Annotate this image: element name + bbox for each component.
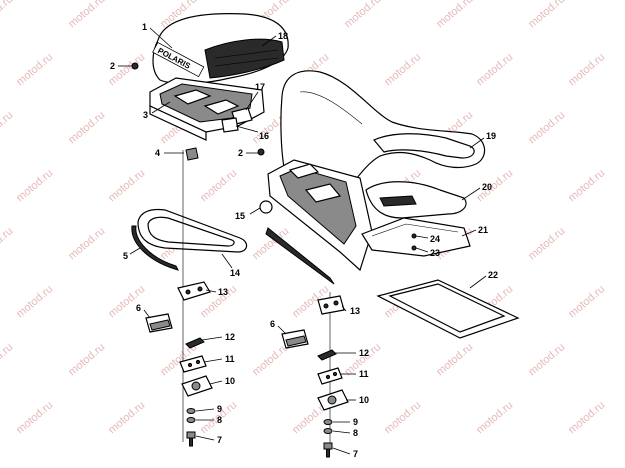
callout-10a: 10 bbox=[225, 376, 235, 386]
side-panel-20 bbox=[365, 181, 467, 219]
callout-5: 5 bbox=[123, 251, 128, 261]
screw-2b bbox=[257, 148, 265, 156]
watermark-text: motod.ru bbox=[0, 225, 15, 262]
callout-2b: 2 bbox=[238, 148, 243, 158]
watermark-text: motod.ru bbox=[66, 341, 107, 378]
washer-9b bbox=[323, 419, 333, 425]
bolt-7a bbox=[186, 431, 196, 447]
watermark-text: motod.ru bbox=[526, 0, 567, 30]
watermark-text: motod.ru bbox=[14, 399, 55, 436]
callout-22: 22 bbox=[488, 270, 498, 280]
callout-21: 21 bbox=[478, 225, 488, 235]
screw-2a bbox=[131, 62, 139, 70]
hinge-6b bbox=[281, 329, 309, 349]
hinge-6a bbox=[145, 313, 173, 333]
watermark-text: motod.ru bbox=[526, 225, 567, 262]
watermark-text: motod.ru bbox=[0, 341, 15, 378]
watermark-text: motod.ru bbox=[566, 51, 607, 88]
callout-7a: 7 bbox=[217, 435, 222, 445]
callout-2a: 2 bbox=[110, 61, 115, 71]
callout-1: 1 bbox=[142, 22, 147, 32]
callout-8a: 8 bbox=[217, 415, 222, 425]
callout-24: 24 bbox=[430, 234, 440, 244]
callout-6b: 6 bbox=[270, 319, 275, 329]
callout-17: 17 bbox=[255, 82, 265, 92]
fastener-23 bbox=[411, 245, 417, 251]
latch-13a bbox=[177, 281, 211, 301]
callout-9b: 9 bbox=[353, 417, 358, 427]
watermark-text: motod.ru bbox=[526, 341, 567, 378]
callout-11b: 11 bbox=[359, 369, 369, 379]
callout-15: 15 bbox=[235, 211, 245, 221]
watermark-text: motod.ru bbox=[66, 0, 107, 30]
callout-11a: 11 bbox=[225, 354, 235, 364]
watermark-text: motod.ru bbox=[566, 283, 607, 320]
callout-6a: 6 bbox=[136, 303, 141, 313]
watermark-text: motod.ru bbox=[474, 167, 515, 204]
plate-11b bbox=[317, 367, 343, 385]
gasket-frame-22 bbox=[376, 279, 520, 339]
callout-12b: 12 bbox=[359, 348, 369, 358]
strap-right bbox=[265, 227, 335, 285]
watermark-text: motod.ru bbox=[106, 167, 147, 204]
callout-7b: 7 bbox=[353, 449, 358, 459]
callout-18: 18 bbox=[278, 31, 288, 41]
callout-8b: 8 bbox=[353, 428, 358, 438]
latch-plate-10a bbox=[181, 375, 213, 397]
bolt-7b bbox=[323, 442, 333, 458]
washer-9a bbox=[186, 408, 196, 414]
fastener-24 bbox=[411, 233, 417, 239]
callout-13a: 13 bbox=[218, 287, 228, 297]
watermark-text: motod.ru bbox=[66, 225, 107, 262]
watermark-text: motod.ru bbox=[566, 399, 607, 436]
watermark-text: motod.ru bbox=[0, 109, 15, 146]
callout-20: 20 bbox=[482, 182, 492, 192]
spring-12a bbox=[185, 337, 205, 349]
latch-13b bbox=[317, 295, 345, 315]
clip-4 bbox=[185, 147, 199, 161]
watermark-text: motod.ru bbox=[382, 399, 423, 436]
watermark-text: motod.ru bbox=[474, 51, 515, 88]
washer-8b bbox=[323, 428, 333, 434]
watermark-text: motod.ru bbox=[342, 0, 383, 30]
callout-10b: 10 bbox=[359, 395, 369, 405]
watermark-text: motod.ru bbox=[106, 399, 147, 436]
callout-13b: 13 bbox=[350, 306, 360, 316]
watermark-text: motod.ru bbox=[14, 283, 55, 320]
plate-11a bbox=[179, 355, 207, 373]
callout-14: 14 bbox=[230, 268, 240, 278]
callout-23: 23 bbox=[430, 248, 440, 258]
latch-plate-10b bbox=[317, 389, 349, 411]
watermark-text: motod.ru bbox=[14, 167, 55, 204]
callout-4: 4 bbox=[155, 148, 160, 158]
callout-3: 3 bbox=[143, 110, 148, 120]
strap-5 bbox=[131, 225, 179, 271]
watermark-text: motod.ru bbox=[66, 109, 107, 146]
washer-8a bbox=[186, 417, 196, 423]
seat-cushion-small: POLARIS bbox=[152, 13, 289, 85]
grommet-15 bbox=[259, 200, 273, 214]
bracket-16 bbox=[221, 117, 239, 133]
spring-12b bbox=[317, 349, 337, 361]
watermark-text: motod.ru bbox=[14, 51, 55, 88]
watermark-text: motod.ru bbox=[106, 283, 147, 320]
seat-base-large bbox=[267, 159, 373, 272]
watermark-text: motod.ru bbox=[474, 399, 515, 436]
watermark-text: motod.ru bbox=[0, 0, 15, 30]
callout-16: 16 bbox=[259, 131, 269, 141]
watermark-text: motod.ru bbox=[434, 341, 475, 378]
watermark-text: motod.ru bbox=[434, 0, 475, 30]
leader-lines bbox=[118, 27, 487, 455]
watermark-text: motod.ru bbox=[382, 51, 423, 88]
callout-12a: 12 bbox=[225, 332, 235, 342]
watermark-text: motod.ru bbox=[566, 167, 607, 204]
watermark-text: motod.ru bbox=[526, 109, 567, 146]
callout-19: 19 bbox=[486, 131, 496, 141]
watermark-text: motod.ru bbox=[198, 167, 239, 204]
gasket-frame-14 bbox=[137, 208, 248, 253]
callout-9a: 9 bbox=[217, 404, 222, 414]
callout-labels: 1 2 3 18 17 16 4 2 15 19 20 21 24 23 5 1… bbox=[110, 22, 498, 459]
